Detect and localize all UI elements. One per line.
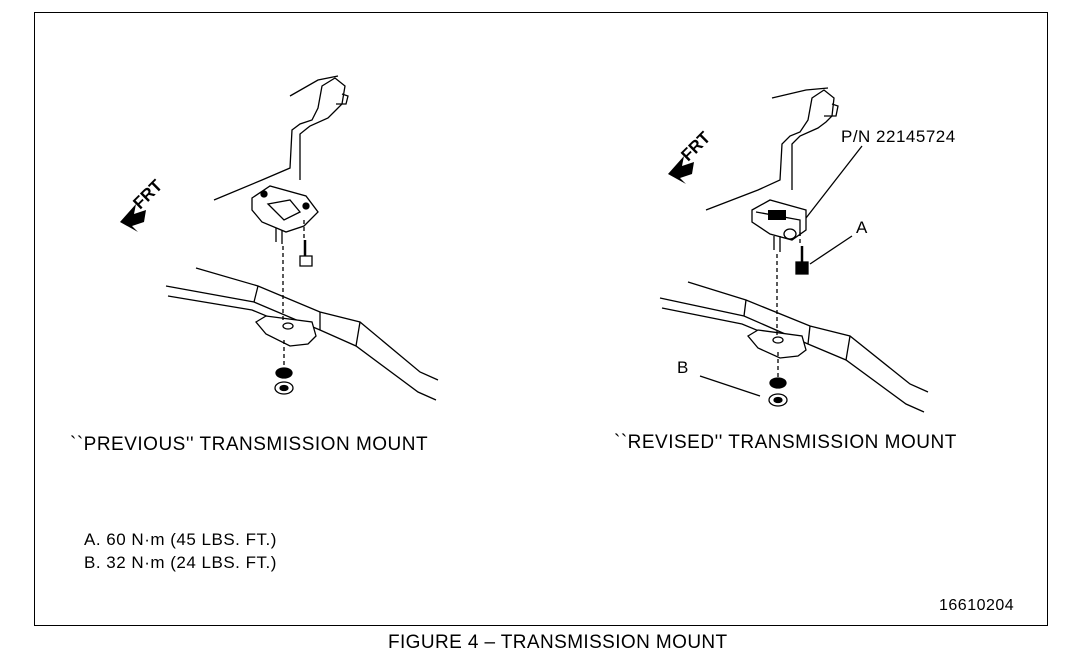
- revised-mount-caption: ``REVISED'' TRANSMISSION MOUNT: [614, 432, 957, 453]
- left-washer-hole: [279, 384, 289, 392]
- left-mount-bolt-hole-1: [260, 190, 268, 198]
- left-crossmember-bracket: [255, 315, 317, 347]
- right-pn-leader-line: [805, 145, 863, 219]
- left-bolt-head: [299, 255, 313, 267]
- left-nut: [275, 367, 293, 379]
- right-housing-top: [771, 87, 829, 99]
- legend-item-a: A. 60 N·m (45 LBS. FT.): [84, 530, 277, 549]
- left-mount-stud: [275, 228, 283, 244]
- right-mount-slot: [768, 210, 786, 220]
- right-frt-arrow-icon: [668, 156, 694, 184]
- torque-legend: A. 60 N·m (45 LBS. FT.) B. 32 N·m (24 LB…: [84, 528, 277, 574]
- callout-b: B: [677, 358, 689, 377]
- callout-a: A: [856, 218, 868, 237]
- right-housing-tip: [824, 103, 839, 117]
- right-mount-stud: [773, 236, 781, 252]
- right-bracket-hole: [772, 336, 784, 344]
- right-transmission-outline: [705, 89, 835, 211]
- right-crossmember-edge: [743, 299, 851, 361]
- right-callout-a-leader: [809, 235, 853, 265]
- left-bracket-hole: [282, 322, 294, 330]
- right-crossmember-bottom: [659, 297, 925, 413]
- left-housing-tip: [336, 93, 349, 105]
- previous-mount-caption: ``PREVIOUS'' TRANSMISSION MOUNT: [70, 434, 429, 455]
- legend-item-b: B. 32 N·m (24 LBS. FT.): [84, 553, 277, 572]
- left-mount-bolt-hole-2: [302, 202, 310, 210]
- right-bolt-head: [795, 261, 809, 275]
- figure-number: 16610204: [939, 597, 1015, 614]
- right-mount-boss: [783, 228, 797, 240]
- right-callout-b-leader: [699, 375, 761, 397]
- left-mount-detail: [266, 199, 302, 221]
- left-frt-arrow-icon: [120, 204, 146, 232]
- left-crossmember-edge: [253, 285, 361, 347]
- left-housing-top: [289, 75, 339, 97]
- left-transmission-outline: [213, 77, 346, 201]
- left-crossmember-top: [195, 267, 439, 381]
- left-mount-body: [251, 185, 319, 233]
- right-crossmember-top: [687, 281, 929, 393]
- right-washer-hole: [773, 396, 783, 404]
- right-crossmember-bracket: [747, 329, 807, 359]
- figure-title: FIGURE 4 – TRANSMISSION MOUNT: [388, 632, 728, 653]
- part-number-label: P/N 22145724: [841, 127, 956, 146]
- right-nut: [769, 377, 787, 389]
- right-view-drawing: [659, 87, 929, 413]
- left-crossmember-bottom: [165, 285, 437, 401]
- figure-frame: [34, 12, 1048, 626]
- left-view-drawing: [120, 75, 439, 401]
